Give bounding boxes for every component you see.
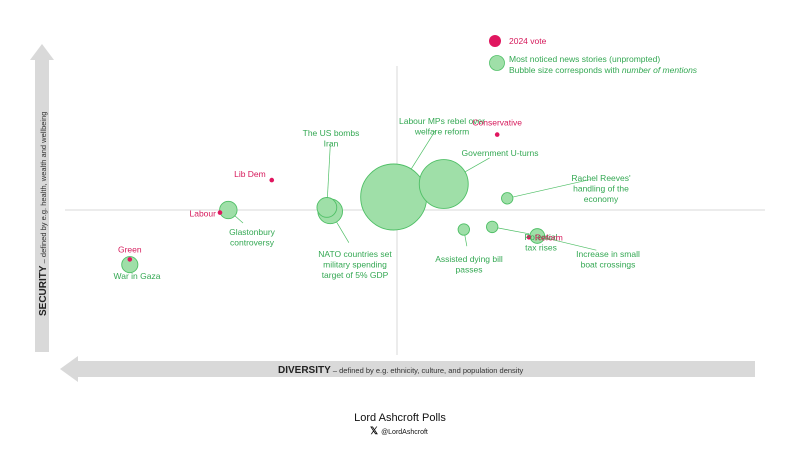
label-rachel-reeves-handling-of-the-economy-line: Rachel Reeves' <box>571 173 631 183</box>
legend-story-bubble <box>489 55 505 71</box>
handle-text: @LordAshcroft <box>381 428 428 436</box>
x-axis-title: DIVERSITY – defined by e.g. ethnicity, c… <box>278 365 524 376</box>
legend-story-label: Most noticed news stories (unprompted) <box>509 54 660 64</box>
legend-vote-label: 2024 vote <box>509 36 547 46</box>
vote-point-labour[interactable] <box>217 210 223 215</box>
bubble-glastonbury-controversy[interactable] <box>219 200 238 220</box>
vote-point-reform[interactable] <box>526 235 532 240</box>
bubble-assisted-dying-bill-passes[interactable] <box>457 223 470 236</box>
bubble-labour-mps-rebel-over-welfare-reform[interactable] <box>360 163 428 231</box>
label-potential-tax-rises-line: Potential <box>524 232 557 242</box>
vote-label-conservative: Conservative <box>472 118 522 128</box>
vote-label-reform: Reform <box>535 232 563 242</box>
vote-point-conservative[interactable] <box>494 132 500 137</box>
label-potential-tax-rises-line: tax rises <box>525 243 557 253</box>
x-axis-arrow <box>60 356 755 382</box>
vote-point-lib-dem[interactable] <box>269 177 275 183</box>
vote-label-reform-line: Reform <box>535 232 563 242</box>
label-assisted-dying-bill-passes-line: Assisted dying bill <box>435 254 503 264</box>
story-bubbles <box>121 159 546 274</box>
vote-label-labour: Labour <box>190 209 217 219</box>
y-axis-arrow <box>30 44 54 352</box>
y-axis-title: SECURITY – defined by e.g. health, wealt… <box>38 112 49 316</box>
legend-size-note: Bubble size corresponds with number of m… <box>509 65 698 75</box>
leader-potential-tax-rises <box>495 227 530 235</box>
legend-vote-dot <box>489 35 501 47</box>
bubble-the-us-bombs-iran[interactable] <box>316 197 338 218</box>
label-nato-countries-set-military-spending-target-of-5-gdp-line: NATO countries set <box>318 249 392 259</box>
vote-label-green: Green <box>118 244 142 254</box>
bubble-government-u-turns[interactable] <box>418 159 469 209</box>
label-nato-countries-set-military-spending-target-of-5-gdp-line: target of 5% GDP <box>322 270 389 280</box>
label-the-us-bombs-iran-line: Iran <box>324 139 339 149</box>
footer-handle[interactable]: 𝕏 @LordAshcroft <box>370 427 428 437</box>
bubble-rachel-reeves-handling-of-the-economy[interactable] <box>501 192 514 205</box>
leader-the-us-bombs-iran <box>326 143 331 202</box>
bubble-war-in-gaza[interactable] <box>121 256 139 274</box>
vote-label-green-line: Green <box>118 244 142 254</box>
x-logo-icon: 𝕏 <box>370 426 379 437</box>
label-nato-countries-set-military-spending-target-of-5-gdp-line: military spending <box>323 260 387 270</box>
vote-points <box>127 132 532 262</box>
label-rachel-reeves-handling-of-the-economy-line: economy <box>584 194 619 204</box>
label-war-in-gaza: War in Gaza <box>114 271 161 281</box>
label-glastonbury-controversy-line: controversy <box>230 238 275 248</box>
vote-label-conservative-line: Conservative <box>472 118 522 128</box>
vote-label-labour-line: Labour <box>190 209 217 219</box>
label-labour-mps-rebel-over-welfare-reform-line: Labour MPs rebel over <box>399 116 485 126</box>
label-government-u-turns-line: Government U-turns <box>462 148 539 158</box>
label-the-us-bombs-iran-line: The US bombs <box>303 128 360 138</box>
leader-increase-in-small-boat-crossings <box>541 236 597 251</box>
label-labour-mps-rebel-over-welfare-reform-line: welfare reform <box>414 127 469 137</box>
label-increase-in-small-boat-crossings-line: Increase in small <box>576 249 640 259</box>
label-assisted-dying-bill-passes-line: passes <box>456 265 483 275</box>
bubble-potential-tax-rises[interactable] <box>486 220 499 234</box>
label-increase-in-small-boat-crossings-line: boat crossings <box>581 260 636 270</box>
footer-title: Lord Ashcroft Polls <box>354 412 446 424</box>
vote-label-lib-dem: Lib Dem <box>234 169 266 179</box>
label-rachel-reeves-handling-of-the-economy-line: handling of the <box>573 184 629 194</box>
legend: 2024 vote Most noticed news stories (unp… <box>489 35 698 75</box>
vote-label-lib-dem-line: Lib Dem <box>234 169 266 179</box>
label-war-in-gaza-line: War in Gaza <box>114 271 161 281</box>
leader-rachel-reeves-handling-of-the-economy <box>510 179 590 198</box>
label-glastonbury-controversy-line: Glastonbury <box>229 227 276 237</box>
label-government-u-turns: Government U-turns <box>462 148 539 158</box>
vote-point-green[interactable] <box>127 257 133 262</box>
